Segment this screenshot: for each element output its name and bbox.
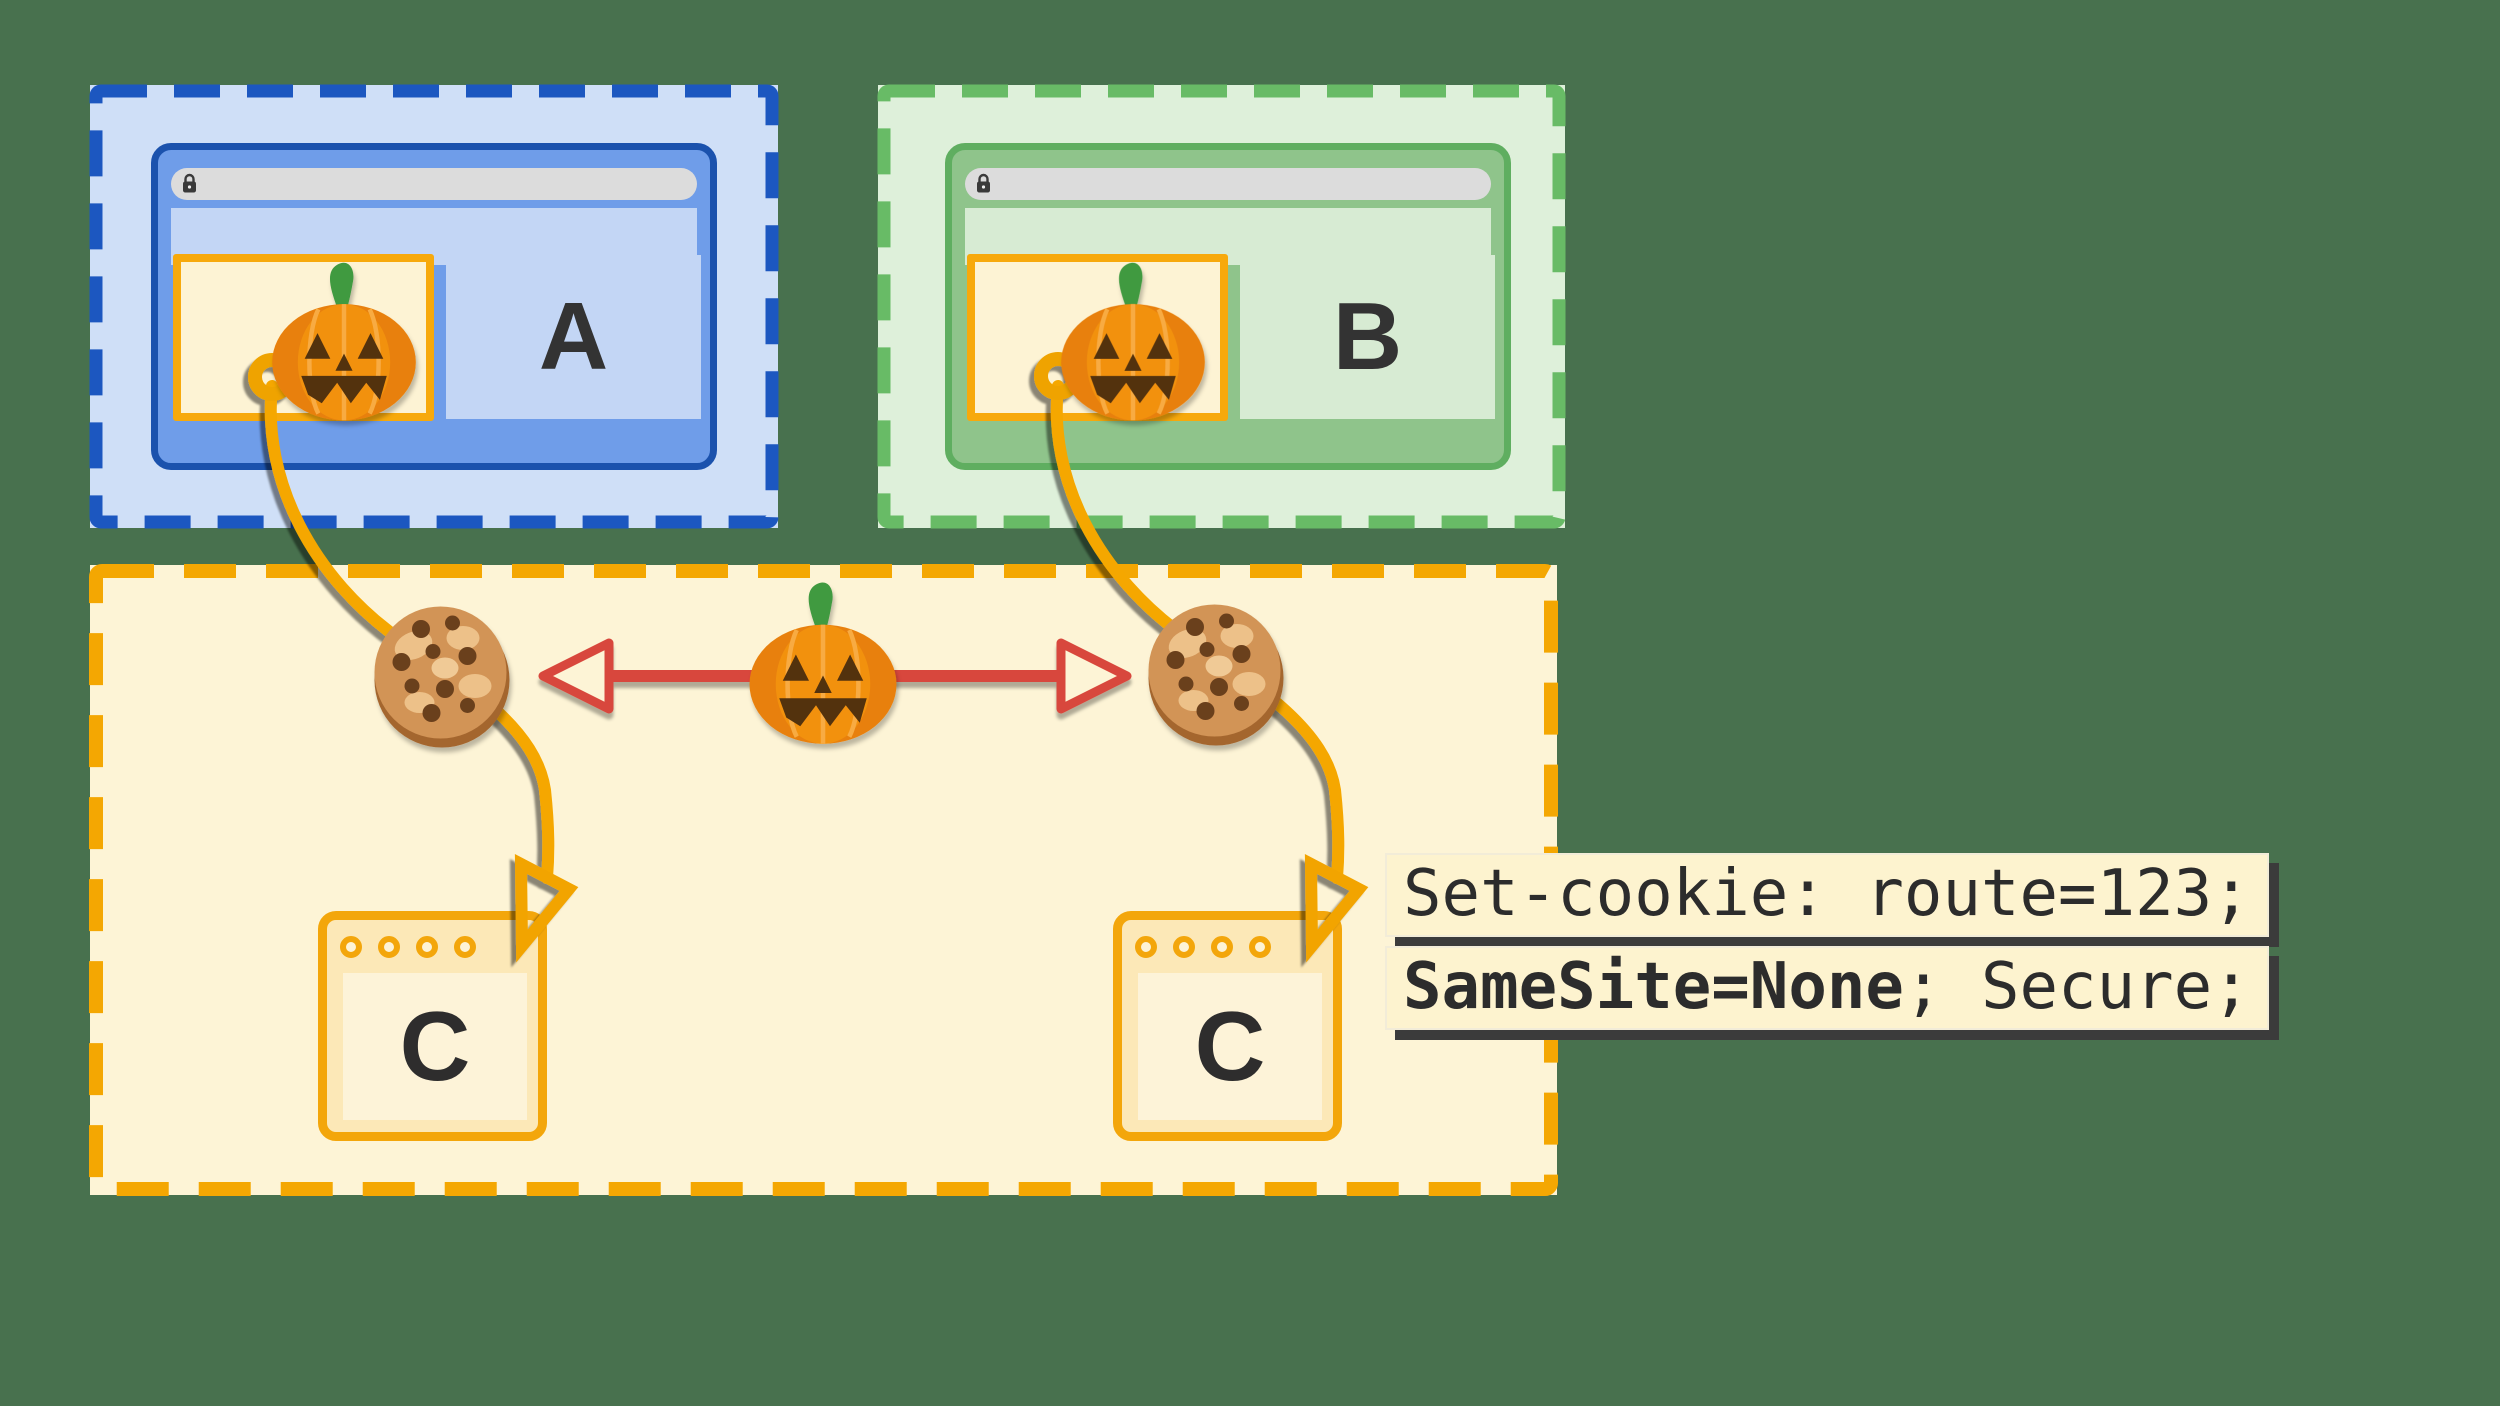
url-bar-b bbox=[965, 168, 1491, 200]
third-party-window-left-panel: C bbox=[343, 973, 527, 1120]
connector-arrowhead-icon bbox=[1304, 854, 1369, 963]
third-party-window-left: C bbox=[318, 911, 547, 1141]
browser-window-b: B bbox=[945, 143, 1511, 470]
url-bar-a bbox=[171, 168, 697, 200]
site-b-content-panel: B bbox=[1240, 255, 1495, 419]
third-party-left-letter: C bbox=[399, 991, 471, 1101]
lock-icon bbox=[977, 173, 990, 193]
pumpkin-icon bbox=[750, 582, 897, 743]
window-dot-icon bbox=[1211, 936, 1233, 958]
pumpkin-icon bbox=[272, 263, 416, 421]
site-a-content-panel: A bbox=[446, 255, 701, 419]
window-dot-icon bbox=[378, 936, 400, 958]
site-b-letter: B bbox=[1332, 283, 1403, 390]
window-dot-icon bbox=[340, 936, 362, 958]
cookie-icon bbox=[374, 606, 510, 748]
cookie-icon bbox=[1148, 604, 1284, 746]
lock-icon bbox=[183, 173, 196, 193]
window-dot-icon bbox=[1173, 936, 1195, 958]
window-dot-icon bbox=[454, 936, 476, 958]
window-dot-icon bbox=[1135, 936, 1157, 958]
set-cookie-header-line2: SameSite=None; Secure; bbox=[1385, 946, 2269, 1030]
third-party-right-letter: C bbox=[1194, 991, 1266, 1101]
set-cookie-text: Set-cookie: route=123; bbox=[1403, 857, 2251, 931]
browser-window-a: A bbox=[151, 143, 717, 470]
connector-arrowhead-icon bbox=[514, 854, 579, 963]
window-dots bbox=[340, 936, 476, 958]
window-dot-icon bbox=[416, 936, 438, 958]
site-a-letter: A bbox=[538, 283, 609, 390]
window-dot-icon bbox=[1249, 936, 1271, 958]
window-dots bbox=[1135, 936, 1271, 958]
samesite-none-text: SameSite=None bbox=[1403, 950, 1904, 1024]
secure-text: ; Secure; bbox=[1903, 950, 2251, 1024]
pumpkin-icon bbox=[1061, 263, 1205, 421]
site-b-dashed-border bbox=[877, 84, 1566, 529]
set-cookie-header-line1: Set-cookie: route=123; bbox=[1385, 853, 2269, 937]
third-party-window-right: C bbox=[1113, 911, 1342, 1141]
third-party-window-right-panel: C bbox=[1138, 973, 1322, 1120]
site-a-dashed-border bbox=[89, 84, 779, 529]
